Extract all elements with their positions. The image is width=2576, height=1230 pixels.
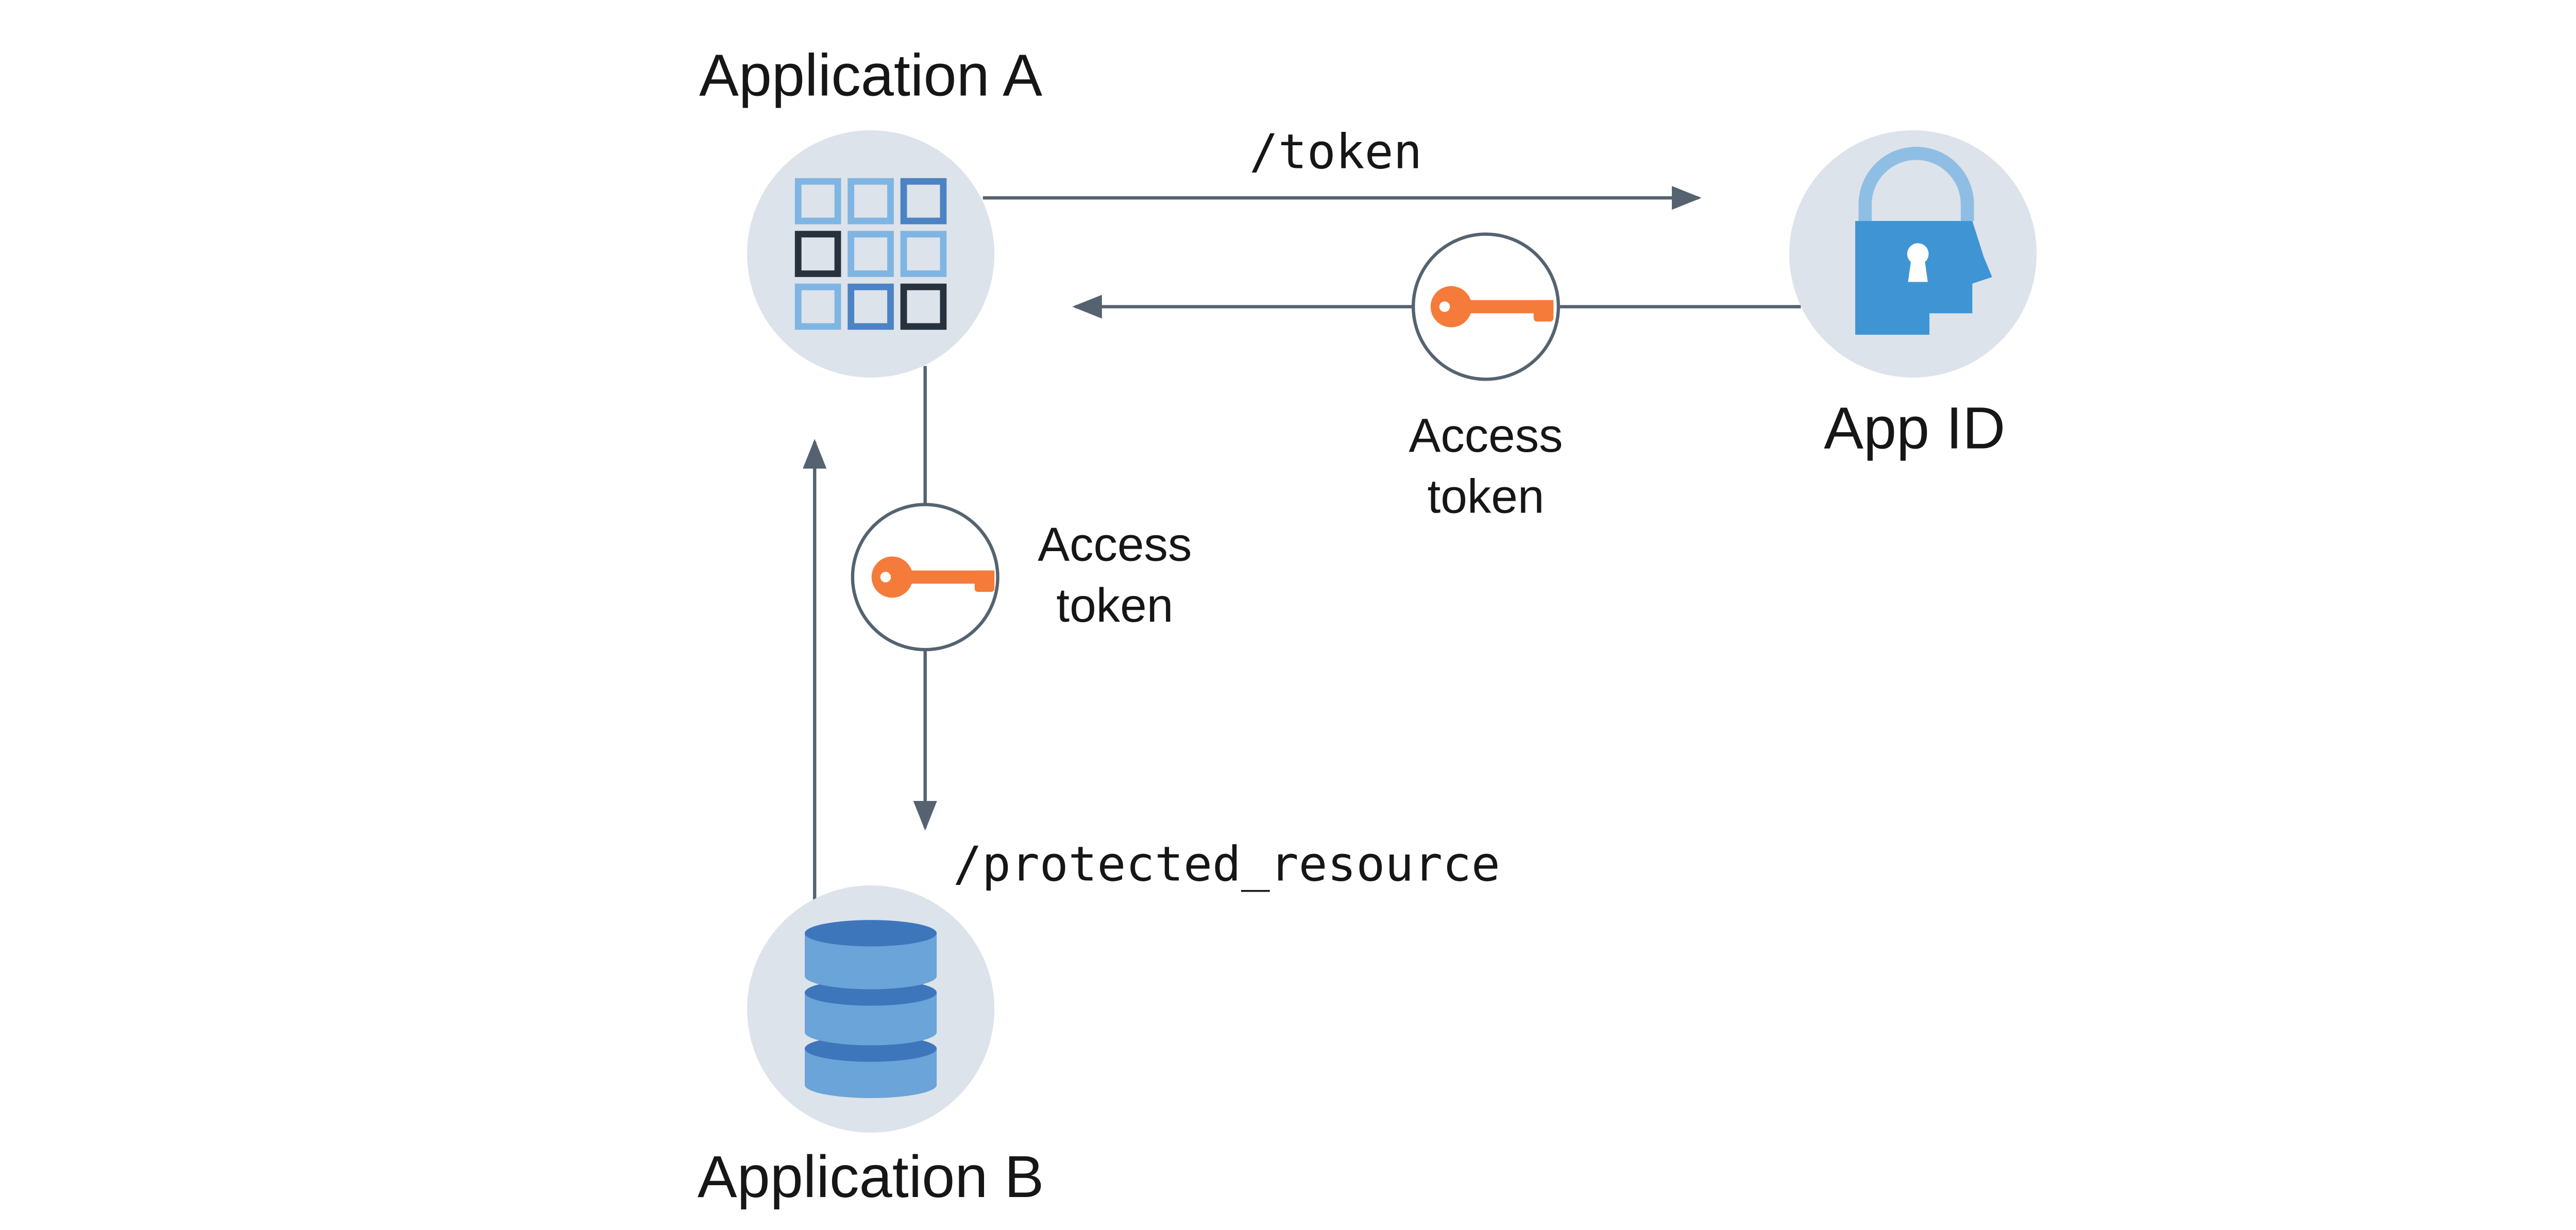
app-id-label: App ID <box>1824 396 2005 462</box>
database-icon <box>805 920 937 1098</box>
token-response-key-badge <box>1411 232 1561 381</box>
application-a-node <box>747 130 995 378</box>
application-b-label: Application B <box>698 1144 1044 1210</box>
token-response-label-line1: Access <box>1409 408 1563 462</box>
protected-request-token-label-line1: Access <box>1038 517 1192 571</box>
protected-request-token-label-line2: token <box>1056 578 1173 632</box>
token-response-label-line2: token <box>1427 470 1544 523</box>
protected-request-label: /protected_resource <box>953 836 1500 892</box>
token-request-label: /token <box>1249 124 1422 180</box>
app-grid-icon <box>794 178 947 330</box>
application-b-node <box>747 885 995 1133</box>
protected-request-key-badge <box>851 503 999 652</box>
padlock-head-icon <box>1855 146 1992 335</box>
application-a-label: Application A <box>699 43 1042 109</box>
app-id-node <box>1789 130 2037 378</box>
